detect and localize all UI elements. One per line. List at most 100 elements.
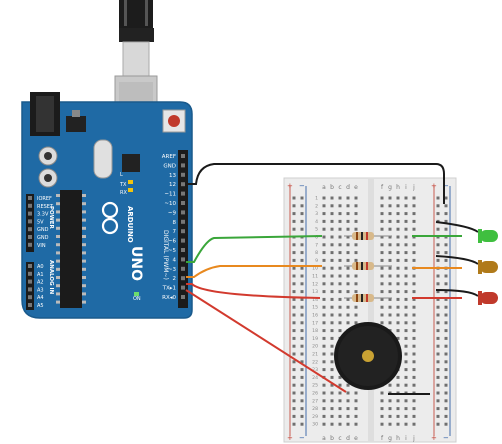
row-number: 26 (312, 391, 318, 397)
rail-minus-top-right: − (443, 182, 449, 190)
row-number: 19 (312, 336, 318, 342)
column-label: f (381, 184, 384, 191)
breadboard-hole (330, 266, 334, 270)
breadboard-hole (330, 235, 334, 239)
breadboard-hole (322, 305, 326, 309)
breadboard-hole (346, 204, 350, 208)
digital-pin-label: ~3 (168, 267, 177, 273)
breadboard-hole (396, 297, 400, 301)
breadboard-hole (412, 383, 416, 387)
header-pin (28, 303, 32, 307)
breadboard-hole (396, 212, 400, 216)
arduino-board: ON TX RX L ARDUINO UNO DIGITAL (PWM~) PO… (21, 92, 193, 319)
breadboard-hole (354, 196, 358, 200)
breadboard-hole (330, 336, 334, 340)
header-pin (181, 219, 185, 224)
rail-hole (300, 360, 304, 364)
breadboard-hole (404, 414, 408, 418)
breadboard-hole (346, 235, 350, 239)
header-pin (181, 163, 185, 168)
row-number: 12 (312, 281, 318, 287)
column-label: a (322, 184, 326, 191)
breadboard-hole (330, 375, 334, 379)
piezo-buzzer (334, 322, 402, 390)
chip-pin (56, 276, 60, 279)
row-number: 5 (315, 227, 318, 233)
breadboard-hole (412, 227, 416, 231)
breadboard-hole (388, 235, 392, 239)
rail-hole (436, 313, 440, 317)
breadboard-hole (330, 352, 334, 356)
breadboard-hole (388, 313, 392, 317)
digital-pin-label: ~6 (168, 239, 177, 245)
breadboard-hole (380, 235, 384, 239)
header-pin (28, 235, 32, 239)
chip-pin (56, 226, 60, 230)
rail-hole (436, 399, 440, 403)
breadboard-hole (322, 313, 326, 317)
breadboard-hole (404, 313, 408, 317)
rail-hole (292, 422, 296, 426)
breadboard-hole (346, 243, 350, 247)
breadboard-hole (330, 313, 334, 317)
breadboard-hole (354, 422, 358, 426)
rail-hole (436, 305, 440, 309)
breadboard-hole (322, 414, 326, 418)
breadboard-hole (404, 290, 408, 294)
breadboard-hole (412, 344, 416, 348)
breadboard-hole (354, 227, 358, 231)
row-number: 6 (315, 235, 318, 241)
chip-pin (82, 284, 86, 288)
digital-pin-label: RX◂0 (162, 295, 176, 301)
breadboard-hole (404, 360, 408, 364)
breadboard-hole (354, 204, 358, 208)
rail-hole (436, 196, 440, 200)
breadboard-hole (322, 352, 326, 356)
column-label: d (346, 435, 350, 442)
breadboard-hole (380, 407, 384, 411)
breadboard-hole (388, 414, 392, 418)
breadboard-hole (380, 414, 384, 418)
power-pin-label: VIN (37, 243, 46, 249)
rail-hole (300, 352, 304, 356)
breadboard-hole (322, 360, 326, 364)
breadboard-hole (396, 274, 400, 278)
rail-hole (300, 219, 304, 223)
rail-hole (300, 243, 304, 247)
rail-hole (300, 407, 304, 411)
breadboard-hole (380, 399, 384, 403)
chip-pin (56, 292, 60, 296)
header-pin (181, 201, 185, 205)
rail-hole (436, 352, 440, 356)
rail-plus-top-right: + (431, 182, 437, 190)
breadboard-hole (322, 212, 326, 216)
rail-hole (436, 258, 440, 262)
breadboard-hole (338, 258, 342, 262)
rail-hole (444, 196, 448, 200)
row-number: 25 (312, 383, 318, 389)
rail-hole (300, 274, 304, 278)
chip-pin (56, 243, 60, 247)
row-number: 20 (312, 344, 318, 350)
column-label: h (396, 435, 400, 442)
arduino-logo (101, 201, 119, 235)
breadboard-hole (322, 336, 326, 340)
row-number: 9 (315, 258, 318, 264)
rail-hole (300, 344, 304, 348)
breadboard-hole (338, 407, 342, 411)
rail-hole (444, 352, 448, 356)
rail-hole (436, 414, 440, 418)
rail-hole (292, 383, 296, 387)
breadboard-hole (412, 407, 416, 411)
rail-hole (300, 204, 304, 208)
breadboard-hole (396, 414, 400, 418)
rail-hole (444, 274, 448, 278)
header-pin (28, 227, 32, 232)
rail-hole (292, 196, 296, 200)
breadboard-hole (338, 391, 342, 395)
rail-hole (436, 360, 440, 364)
chip-pin (56, 210, 60, 214)
power-pin-label: 5V (37, 219, 44, 225)
rail-hole (292, 407, 296, 411)
atmega-chip (60, 190, 82, 308)
